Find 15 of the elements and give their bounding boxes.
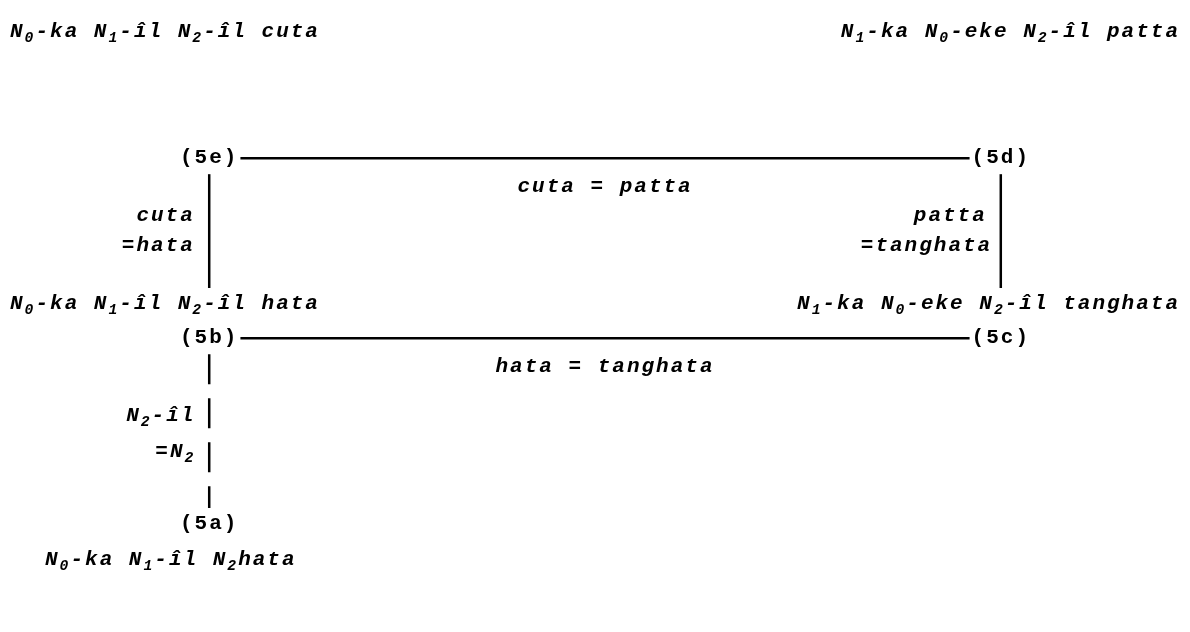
connector-line	[240, 336, 970, 340]
example-number: (5b)	[180, 325, 239, 352]
example-number: (5d)	[971, 145, 1030, 172]
dashed-line	[207, 354, 211, 508]
example-number: (5a)	[180, 511, 239, 537]
sentence-text: N$_{0}$-ka N$_{1}$-îl N$_{2}$-îl hata	[10, 291, 320, 321]
sentence-text: N$_{1}$-ka N$_{0}$-eke N$_{2}$-îl patta	[840, 19, 1180, 49]
connector-line	[240, 156, 970, 160]
sentence-text: N$_{1}$-ka N$_{0}$-eke N$_{2}$-îl tanghata	[797, 291, 1180, 321]
connector-line	[999, 174, 1003, 288]
connector-line	[207, 174, 211, 288]
sentence-text: N$_{0}$-ka N$_{1}$-îl N$_{2}$-îl cuta	[10, 19, 320, 49]
example-number: (5c)	[971, 325, 1030, 352]
sentence-text: N$_{0}$-ka N$_{1}$-îl N$_{2}$hata	[45, 547, 297, 577]
example-number: (5e)	[180, 145, 239, 172]
